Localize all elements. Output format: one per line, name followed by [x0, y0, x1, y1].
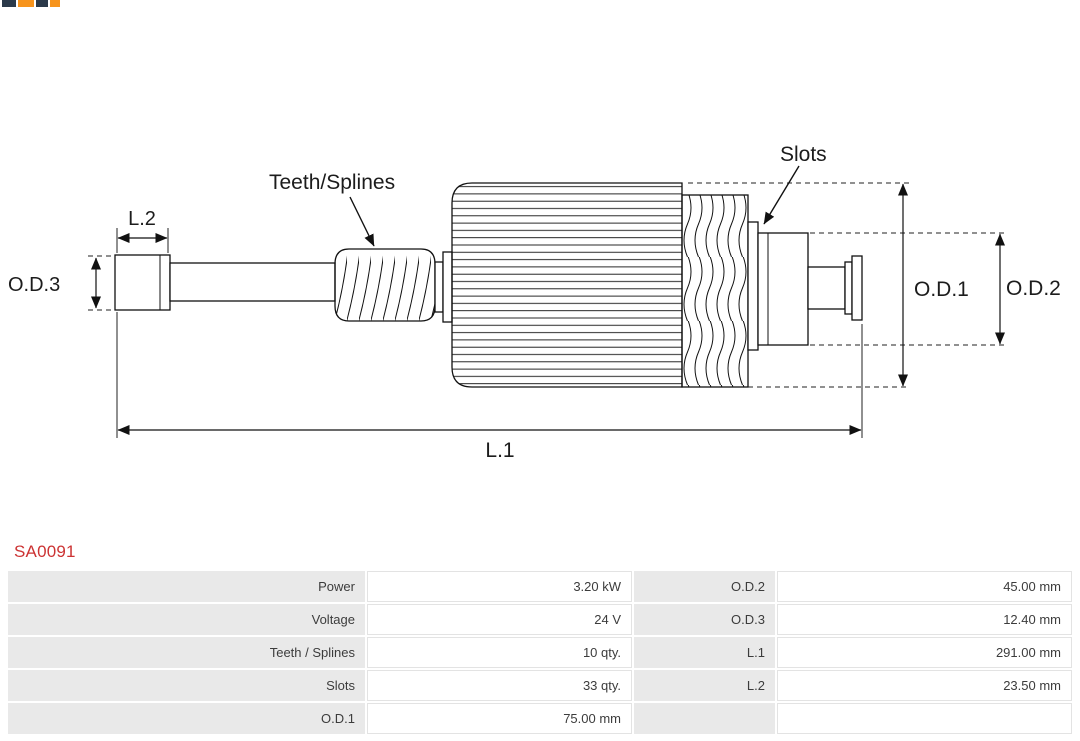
label-od3: O.D.3 [8, 274, 60, 296]
spec-value: 75.00 mm [367, 703, 632, 734]
table-row: O.D.1 75.00 mm [8, 703, 1072, 734]
spline-section [334, 248, 436, 322]
leader-slots [763, 165, 800, 225]
end-ring [844, 261, 853, 315]
spec-label: Power [8, 571, 365, 602]
diagram-labels: L.2 O.D.3 Teeth/Splines Slots O.D.1 O.D.… [8, 143, 1061, 462]
spec-label: Slots [8, 670, 365, 701]
spec-value: 3.20 kW [367, 571, 632, 602]
spec-table: Power 3.20 kW O.D.2 45.00 mm Voltage 24 … [8, 571, 1072, 734]
spec-value: 291.00 mm [777, 637, 1072, 668]
aspl-logo-fragment[interactable] [2, 0, 60, 7]
spec-value: 33 qty. [367, 670, 632, 701]
logo-segment [18, 0, 34, 7]
part-number: SA0091 [14, 542, 76, 561]
shaft [169, 262, 336, 302]
spec-value: 10 qty. [367, 637, 632, 668]
table-row: Voltage 24 V O.D.3 12.40 mm [8, 604, 1072, 635]
lamination-core [451, 182, 683, 388]
spec-value: 23.50 mm [777, 670, 1072, 701]
spacer-ring [434, 261, 444, 313]
spec-label: O.D.3 [634, 604, 775, 635]
spec-value: 12.40 mm [777, 604, 1072, 635]
spec-label: O.D.1 [8, 703, 365, 734]
table-row: Teeth / Splines 10 qty. L.1 291.00 mm [8, 637, 1072, 668]
armature-body [114, 182, 863, 388]
spec-label: L.1 [634, 637, 775, 668]
spec-label: Teeth / Splines [8, 637, 365, 668]
label-l2: L.2 [128, 208, 156, 230]
shaft-left-collar [114, 254, 171, 311]
spacer-ring [442, 251, 453, 323]
commutator-cylinder [757, 232, 809, 346]
spec-value: 24 V [367, 604, 632, 635]
label-l1: L.1 [485, 439, 514, 462]
shaft-end [807, 266, 846, 310]
label-od1: O.D.1 [914, 278, 969, 301]
armature-diagram: L.2 O.D.3 Teeth/Splines Slots O.D.1 O.D.… [8, 143, 1061, 462]
label-teeth-splines: Teeth/Splines [269, 171, 395, 194]
end-ring [851, 255, 863, 321]
logo-segment [2, 0, 16, 7]
spec-value: 45.00 mm [777, 571, 1072, 602]
spec-label: O.D.2 [634, 571, 775, 602]
spec-label: Voltage [8, 604, 365, 635]
table-row: Slots 33 qty. L.2 23.50 mm [8, 670, 1072, 701]
leader-teeth-splines [349, 196, 375, 247]
label-od2: O.D.2 [1006, 277, 1061, 300]
spec-label [634, 703, 775, 734]
winding-slots-section [681, 194, 749, 388]
table-row: Power 3.20 kW O.D.2 45.00 mm [8, 571, 1072, 602]
logo-segment [50, 0, 60, 7]
dimension-extension-lines [88, 182, 1006, 438]
dimension-arrows [91, 183, 1005, 435]
leader-arrows [349, 165, 800, 247]
logo-segment [36, 0, 48, 7]
commutator-step [747, 221, 759, 351]
label-slots: Slots [780, 143, 827, 166]
spec-label: L.2 [634, 670, 775, 701]
spec-value [777, 703, 1072, 734]
